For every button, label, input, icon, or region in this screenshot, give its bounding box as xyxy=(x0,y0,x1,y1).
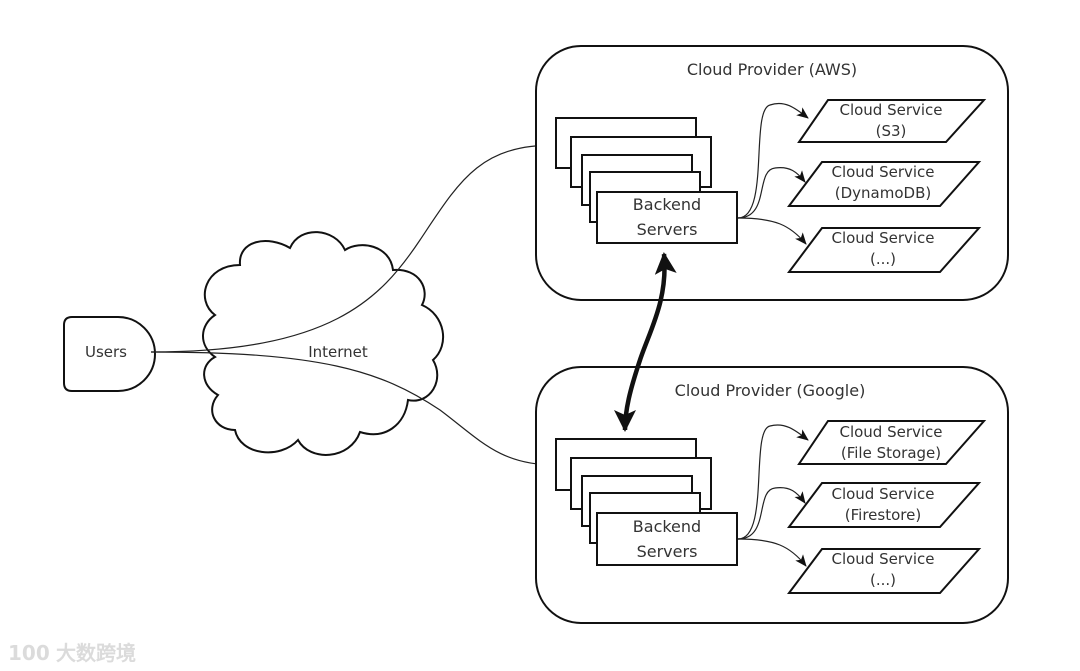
provider-google: Cloud Provider (Google) Backend Servers … xyxy=(535,366,1009,624)
connector-to-service xyxy=(737,102,809,219)
service-label-line1: Cloud Service xyxy=(831,550,934,568)
watermark-logo: 100 xyxy=(8,641,50,665)
connector-users-to-google xyxy=(150,351,556,470)
service-label-line1: Cloud Service xyxy=(831,163,934,181)
cloud-service-other: Cloud Service (...) xyxy=(787,548,982,594)
cloud-service-firestore: Cloud Service (Firestore) xyxy=(787,482,982,528)
bidirectional-arrow-aws-google xyxy=(614,252,677,432)
service-label-line2: (File Storage) xyxy=(841,444,941,462)
provider-aws: Cloud Provider (AWS) Backend Servers Clo… xyxy=(535,45,1009,301)
servers-label-line1: Backend xyxy=(633,517,701,536)
service-label-line1: Cloud Service xyxy=(831,229,934,247)
internet-cloud: Internet xyxy=(202,231,444,456)
service-label-line2: (DynamoDB) xyxy=(835,184,931,202)
service-label-line2: (...) xyxy=(870,250,896,268)
service-label-line1: Cloud Service xyxy=(831,485,934,503)
internet-label: Internet xyxy=(308,343,368,361)
provider-title: Cloud Provider (Google) xyxy=(675,381,866,400)
service-label-line2: (...) xyxy=(870,571,896,589)
servers-label-line1: Backend xyxy=(633,195,701,214)
servers-label-line2: Servers xyxy=(637,220,698,239)
provider-title: Cloud Provider (AWS) xyxy=(687,60,857,79)
connector-to-service xyxy=(737,167,806,219)
connector-to-service xyxy=(737,538,807,567)
watermark-text: 大数跨境 xyxy=(56,641,136,665)
connector-to-service xyxy=(737,487,806,540)
users-label: Users xyxy=(85,343,127,361)
service-label-line1: Cloud Service xyxy=(839,101,942,119)
cloud-service-other: Cloud Service (...) xyxy=(787,227,982,273)
cloud-service-dynamodb: Cloud Service (DynamoDB) xyxy=(787,161,982,207)
backend-servers-stack: Backend Servers xyxy=(555,117,738,244)
connector-to-service xyxy=(737,217,807,245)
service-label-line2: (Firestore) xyxy=(845,506,921,524)
service-label-line2: (S3) xyxy=(876,122,907,140)
servers-label-line2: Servers xyxy=(637,542,698,561)
watermark: 100 大数跨境 xyxy=(8,641,136,665)
cloud-service-s3: Cloud Service (S3) xyxy=(797,99,987,143)
service-label-line1: Cloud Service xyxy=(839,423,942,441)
connector-users-to-aws xyxy=(150,140,556,353)
users-node: Users xyxy=(63,316,156,392)
connector-to-service xyxy=(737,424,809,540)
backend-servers-stack: Backend Servers xyxy=(555,438,738,566)
cloud-service-file-storage: Cloud Service (File Storage) xyxy=(797,420,987,465)
